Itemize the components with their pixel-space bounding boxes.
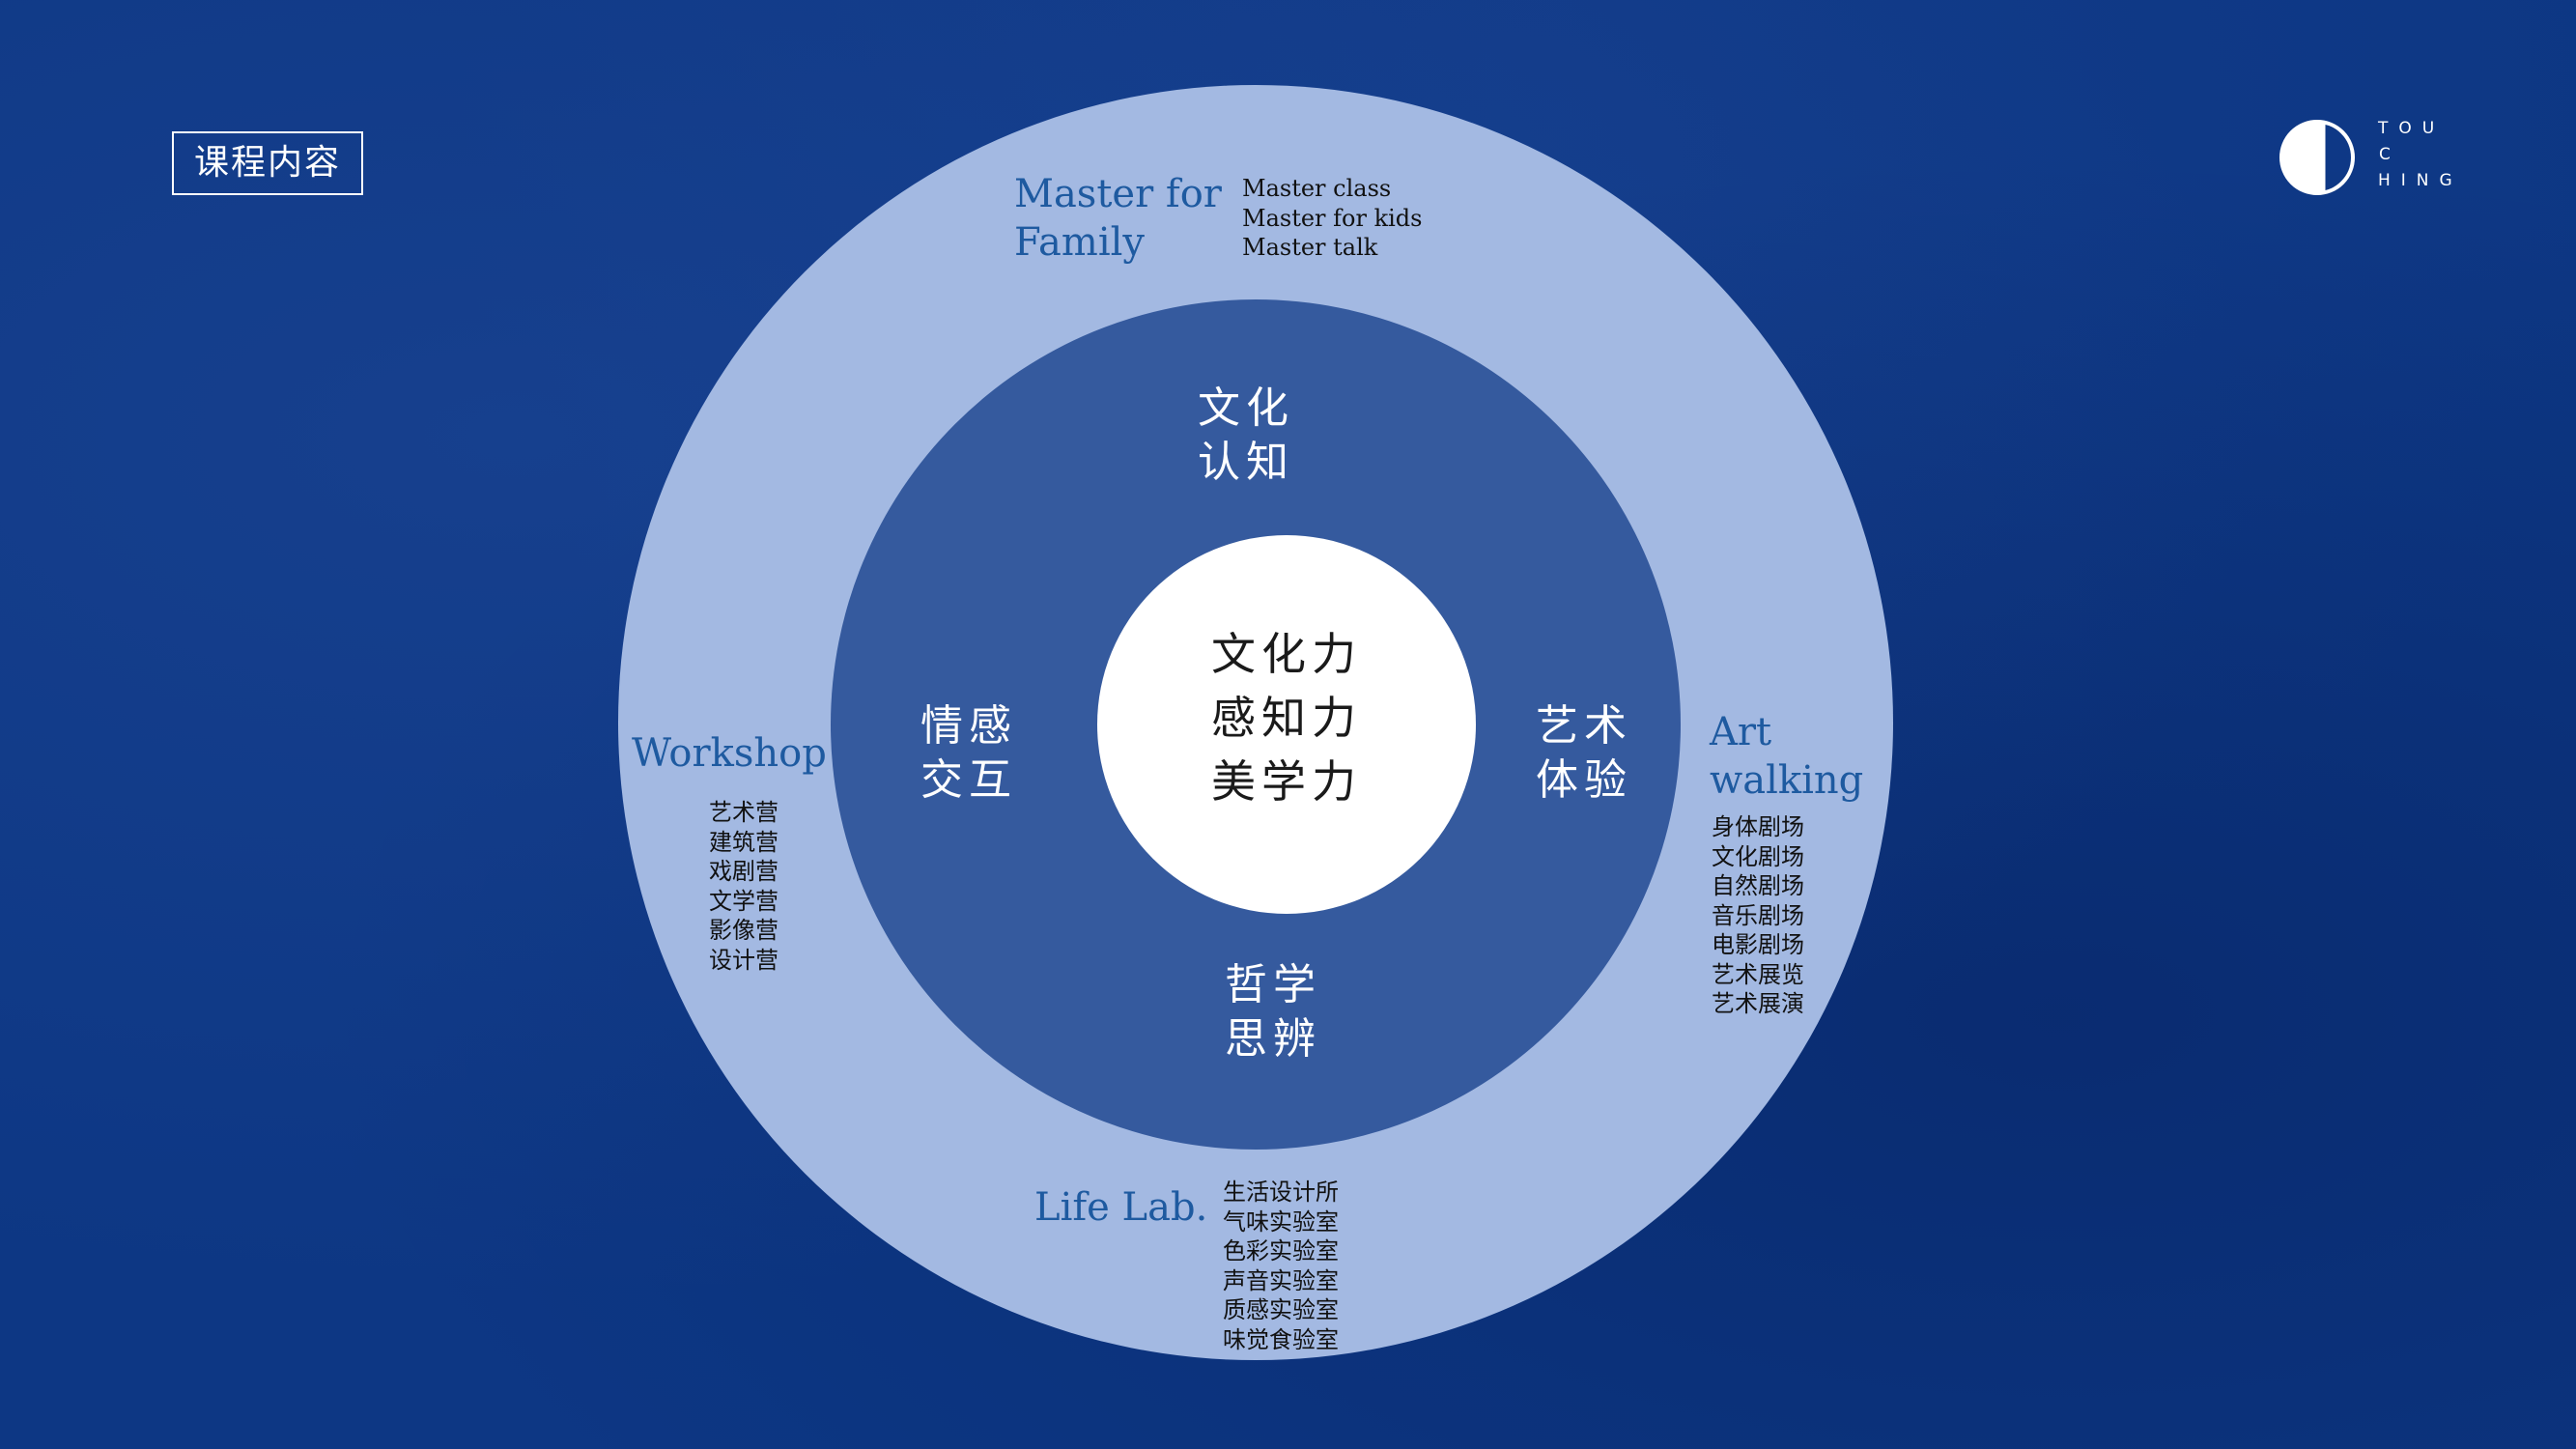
middle-label-line: 文化 <box>1198 384 1294 433</box>
list-item: 质感实验室 <box>1223 1296 1339 1323</box>
outer-title-line: Family <box>1014 220 1145 265</box>
list-item: 声音实验室 <box>1223 1266 1339 1294</box>
middle-label-line: 交互 <box>920 755 1017 805</box>
outer-title-life-lab: Life Lab. <box>1034 1183 1207 1232</box>
middle-label-line: 情感 <box>920 701 1017 751</box>
list-item: 气味实验室 <box>1223 1208 1339 1236</box>
outer-title-line: walking <box>1710 758 1864 803</box>
outer-title-workshop: Workshop <box>632 729 827 778</box>
middle-label-line: 认知 <box>1198 438 1294 487</box>
core-label: 文化力 感知力 美学力 <box>1097 622 1476 813</box>
list-item: 电影剧场 <box>1712 931 1804 958</box>
outer-title-line: Life Lab. <box>1034 1185 1208 1230</box>
list-item: 戏剧营 <box>709 858 778 885</box>
list-item: Master for kids <box>1242 204 1423 232</box>
outer-list-workshop: 艺术营 建筑营 戏剧营 文学营 影像营 设计营 <box>709 798 778 975</box>
list-item: 生活设计所 <box>1223 1179 1339 1206</box>
list-item: 文学营 <box>709 887 778 915</box>
list-item: 设计营 <box>709 946 778 974</box>
logo-wordmark: TOU C HING <box>2378 116 2463 194</box>
list-item: Master talk <box>1242 234 1378 261</box>
logo-line: TOU <box>2378 119 2446 138</box>
list-item: 艺术展览 <box>1712 960 1804 988</box>
core-line: 感知力 <box>1211 692 1362 744</box>
core-circle <box>1097 535 1476 914</box>
brand-logo: TOU C HING <box>2279 116 2453 203</box>
list-item: 影像营 <box>709 917 778 944</box>
core-line: 美学力 <box>1211 755 1362 808</box>
middle-label-left: 情感 交互 <box>901 699 1036 808</box>
logo-line: C <box>2379 145 2401 164</box>
outer-title-line: Workshop <box>632 731 827 776</box>
outer-title-line: Master for <box>1014 172 1222 216</box>
half-circle-logo-icon <box>2279 120 2355 195</box>
middle-label-line: 哲学 <box>1225 960 1321 1009</box>
middle-label-right: 艺术 体验 <box>1516 699 1652 808</box>
middle-label-line: 思辨 <box>1225 1014 1321 1064</box>
middle-label-top: 文化 认知 <box>1178 382 1314 490</box>
middle-label-bottom: 哲学 思辨 <box>1205 958 1341 1066</box>
outer-title-line: Art <box>1710 710 1772 754</box>
list-item: 艺术展演 <box>1712 990 1804 1017</box>
list-item: 色彩实验室 <box>1223 1237 1339 1264</box>
outer-list-life-lab: 生活设计所 气味实验室 色彩实验室 声音实验室 质感实验室 味觉食验室 <box>1223 1178 1339 1354</box>
list-item: 文化剧场 <box>1712 842 1804 870</box>
list-item: 音乐剧场 <box>1712 901 1804 929</box>
core-line: 文化力 <box>1211 628 1362 680</box>
middle-label-line: 艺术 <box>1536 701 1632 751</box>
list-item: 身体剧场 <box>1712 813 1804 840</box>
list-item: 味觉食验室 <box>1223 1325 1339 1353</box>
logo-line: HING <box>2378 171 2463 190</box>
middle-label-line: 体验 <box>1536 755 1632 805</box>
outer-title-master-for-family: Master for Family <box>1014 170 1222 267</box>
page-title: 课程内容 <box>172 131 363 195</box>
list-item: 自然剧场 <box>1712 872 1804 899</box>
outer-title-art-walking: Art walking <box>1710 708 1863 805</box>
list-item: 艺术营 <box>709 799 778 826</box>
outer-list-art-walking: 身体剧场 文化剧场 自然剧场 音乐剧场 电影剧场 艺术展览 艺术展演 <box>1712 812 1804 1019</box>
list-item: 建筑营 <box>709 828 778 856</box>
outer-list-master-for-family: Master class Master for kids Master talk <box>1242 174 1422 263</box>
list-item: Master class <box>1242 175 1392 202</box>
